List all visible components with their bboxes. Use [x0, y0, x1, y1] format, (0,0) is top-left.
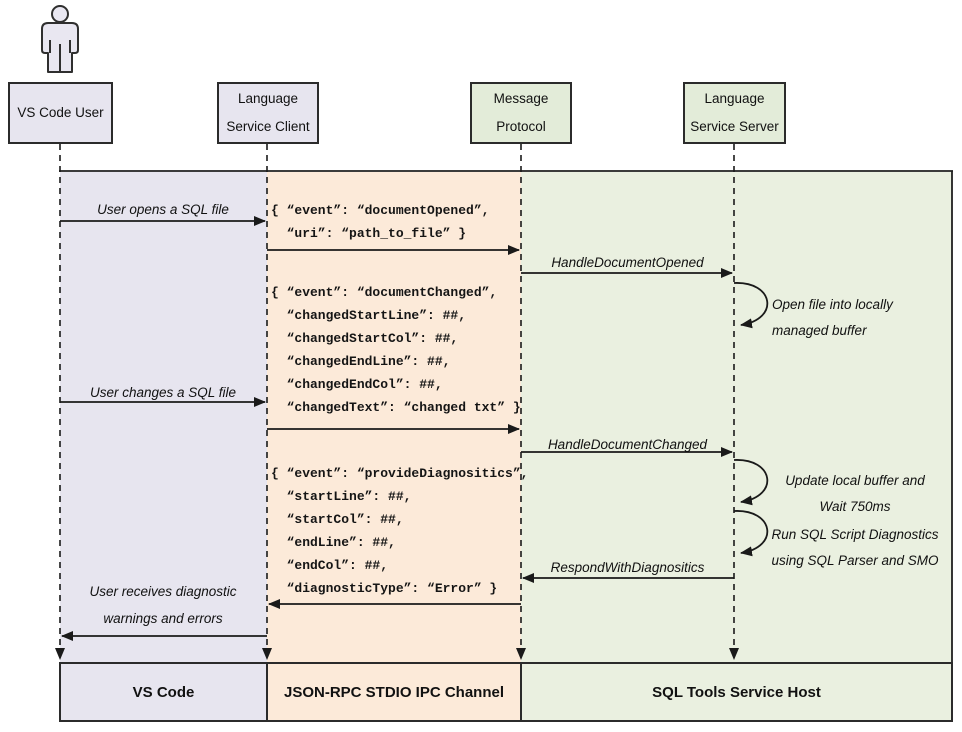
header-box-language-service-client: Language Service Client: [217, 82, 319, 144]
label-respond-with-diagnostics: RespondWithDiagnositics: [550, 560, 705, 575]
footer-label: JSON-RPC STDIO IPC Channel: [283, 683, 505, 701]
label-line1: User receives diagnostic: [89, 584, 237, 599]
footer-label: SQL Tools Service Host: [652, 683, 821, 701]
note-run-sql-diagnostics: Run SQL Script Diagnostics using SQL Par…: [769, 522, 941, 574]
note-line1: Update local buffer and: [785, 473, 925, 488]
header-box-language-service-server: Language Service Server: [683, 82, 786, 144]
note-update-local-buffer: Update local buffer and Wait 750ms: [769, 468, 941, 520]
header-box-vs-code-user: VS Code User: [8, 82, 113, 144]
header-label: VS Code User: [17, 105, 104, 120]
header-label-line1: Language: [237, 91, 299, 106]
note-line1: Run SQL Script Diagnostics: [771, 527, 939, 542]
note-line1: Open file into locally: [772, 297, 893, 312]
header-label-line2: Protocol: [496, 119, 546, 134]
label-line2: warnings and errors: [103, 611, 223, 626]
header-label-line1: Language: [704, 91, 765, 106]
lane-ipc-channel: [267, 172, 521, 722]
header-label-line1: Message: [493, 91, 549, 106]
payload-document-opened: { “event”: “documentOpened”, “uri”: “pat…: [271, 203, 490, 241]
label-user-opens-sql-file: User opens a SQL file: [97, 202, 229, 217]
footer-box-sql-tools-service-host: SQL Tools Service Host: [520, 662, 953, 722]
note-open-file-into-buffer: Open file into locally managed buffer: [772, 292, 893, 344]
label-user-receives-diagnostics: User receives diagnostic warnings and er…: [60, 578, 266, 632]
footer-box-vs-code: VS Code: [59, 662, 268, 722]
label-handle-document-opened: HandleDocumentOpened: [551, 255, 704, 270]
lane-service-host: [521, 172, 952, 722]
payload-document-changed: { “event”: “documentChanged”, “changedSt…: [271, 285, 521, 415]
header-box-message-protocol: Message Protocol: [470, 82, 572, 144]
label-handle-document-changed: HandleDocumentChanged: [547, 437, 708, 452]
payload-provide-diagnostics: { “event”: “provideDiagnositics”, “start…: [271, 466, 529, 596]
footer-box-ipc-channel: JSON-RPC STDIO IPC Channel: [266, 662, 522, 722]
user-actor-icon: [41, 5, 79, 73]
header-label-line2: Service Server: [690, 119, 779, 134]
label-user-changes-sql-file: User changes a SQL file: [89, 385, 237, 400]
note-line2: managed buffer: [772, 323, 867, 338]
note-line2: using SQL Parser and SMO: [771, 553, 939, 568]
note-line2: Wait 750ms: [819, 499, 891, 514]
footer-label: VS Code: [132, 683, 195, 701]
header-label-line2: Service Client: [226, 119, 310, 134]
lane-vs-code: [60, 172, 267, 722]
